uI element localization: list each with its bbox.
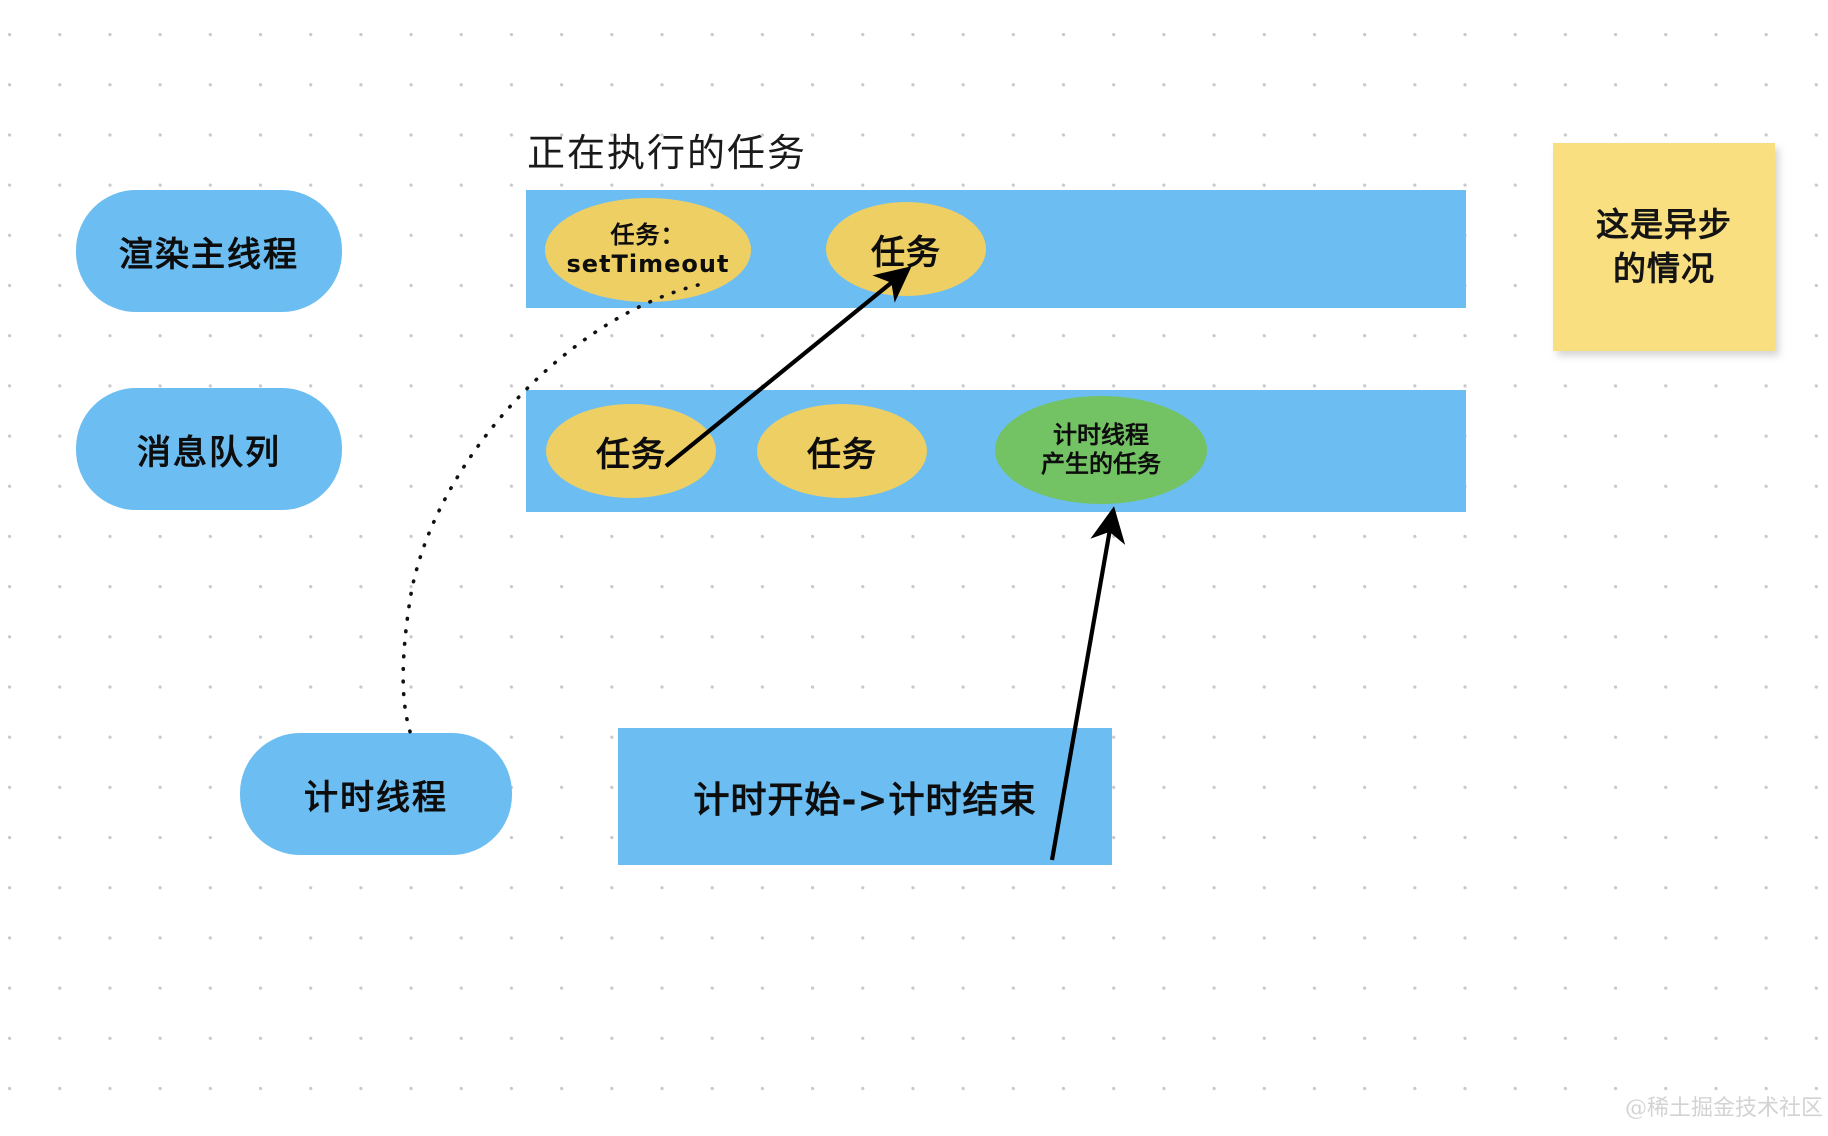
task-queue-2[interactable]: 任务 <box>757 404 927 498</box>
watermark: @稀土掘金技术社区 <box>1625 1096 1824 1121</box>
sticky-note-line1: 这是异步 <box>1596 205 1732 245</box>
sticky-note-line2: 的情况 <box>1613 249 1715 288</box>
lane-label-timer-thread[interactable]: 计时线程 <box>240 733 512 855</box>
task-settimeout-line1: 任务： <box>610 220 686 249</box>
task-running[interactable]: 任务 <box>826 202 986 296</box>
task-generated-line2: 产生的任务 <box>1041 450 1161 478</box>
task-generated-line1: 计时线程 <box>1053 420 1149 449</box>
lane-label-render-main-thread[interactable]: 渲染主线程 <box>76 190 342 312</box>
sticky-note-async[interactable]: 这是异步 的情况 <box>1553 143 1775 351</box>
timing-range-box[interactable]: 计时开始->计时结束 <box>618 728 1112 865</box>
task-settimeout[interactable]: 任务： setTimeout <box>545 198 751 302</box>
task-settimeout-line2: setTimeout <box>566 250 730 278</box>
task-generated-by-timer-thread[interactable]: 计时线程 产生的任务 <box>995 396 1207 504</box>
running-task-title: 正在执行的任务 <box>527 131 808 175</box>
task-queue-1[interactable]: 任务 <box>546 404 716 498</box>
lane-label-message-queue[interactable]: 消息队列 <box>76 388 342 510</box>
